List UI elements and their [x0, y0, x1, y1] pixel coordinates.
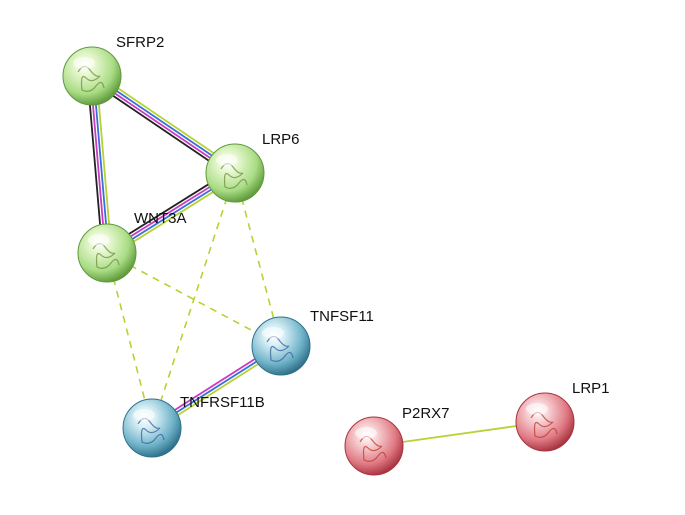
edge-wnt3a-tnfsf11 — [106, 252, 282, 347]
node-label: SFRP2 — [116, 34, 164, 51]
node-highlight — [88, 234, 110, 246]
node-sphere[interactable] — [344, 416, 404, 476]
node-highlight — [133, 409, 155, 421]
edge-sfrp2-wnt3a — [86, 75, 113, 254]
protein-structure-icon — [359, 435, 387, 462]
node-highlight — [262, 327, 284, 339]
node-highlight — [73, 57, 95, 69]
edge-line-blue — [92, 75, 110, 253]
node-lrp1[interactable]: LRP1 — [515, 380, 610, 452]
node-sphere[interactable] — [251, 316, 311, 376]
protein-structure-icon — [266, 335, 294, 362]
edge-line-yellowgreen — [106, 252, 153, 429]
node-sphere[interactable] — [515, 392, 575, 452]
edge-line-yellowgreen — [151, 172, 236, 429]
edge-line-yellowgreen — [106, 252, 282, 347]
node-wnt3a[interactable]: WNT3A — [77, 210, 187, 283]
protein-structure-icon — [220, 162, 248, 189]
node-highlight — [216, 154, 238, 166]
node-highlight — [355, 427, 377, 439]
node-label: P2RX7 — [402, 405, 450, 422]
protein-structure-icon — [92, 242, 120, 269]
node-tnfrsf11b[interactable]: TNFRSF11B — [122, 394, 265, 458]
node-sphere[interactable] — [205, 143, 265, 203]
protein-structure-icon — [530, 411, 558, 438]
edge-lrp6-tnfrsf11b — [151, 172, 236, 429]
protein-structure-icon — [77, 65, 105, 92]
node-sphere[interactable] — [122, 398, 182, 458]
protein-structure-icon — [137, 417, 165, 444]
edge-line-yellowgreen — [234, 172, 282, 347]
edge-line-yellowgreen — [95, 75, 113, 253]
node-sphere[interactable] — [62, 46, 122, 106]
node-label: WNT3A — [134, 210, 187, 227]
edges-layer — [86, 71, 546, 447]
edge-wnt3a-tnfrsf11b — [106, 252, 153, 429]
node-p2rx7[interactable]: P2RX7 — [344, 405, 450, 476]
node-sfrp2[interactable]: SFRP2 — [62, 34, 164, 106]
node-label: LRP6 — [262, 131, 300, 148]
edge-line-black — [86, 76, 104, 254]
node-lrp6[interactable]: LRP6 — [205, 131, 300, 203]
node-label: TNFRSF11B — [180, 394, 265, 411]
node-label: LRP1 — [572, 380, 610, 397]
edge-line-magenta — [89, 76, 107, 254]
node-sphere[interactable] — [77, 223, 137, 283]
node-label: TNFSF11 — [310, 308, 374, 325]
node-highlight — [526, 403, 548, 415]
node-tnfsf11[interactable]: TNFSF11 — [251, 308, 374, 376]
edge-lrp6-tnfsf11 — [234, 172, 282, 347]
